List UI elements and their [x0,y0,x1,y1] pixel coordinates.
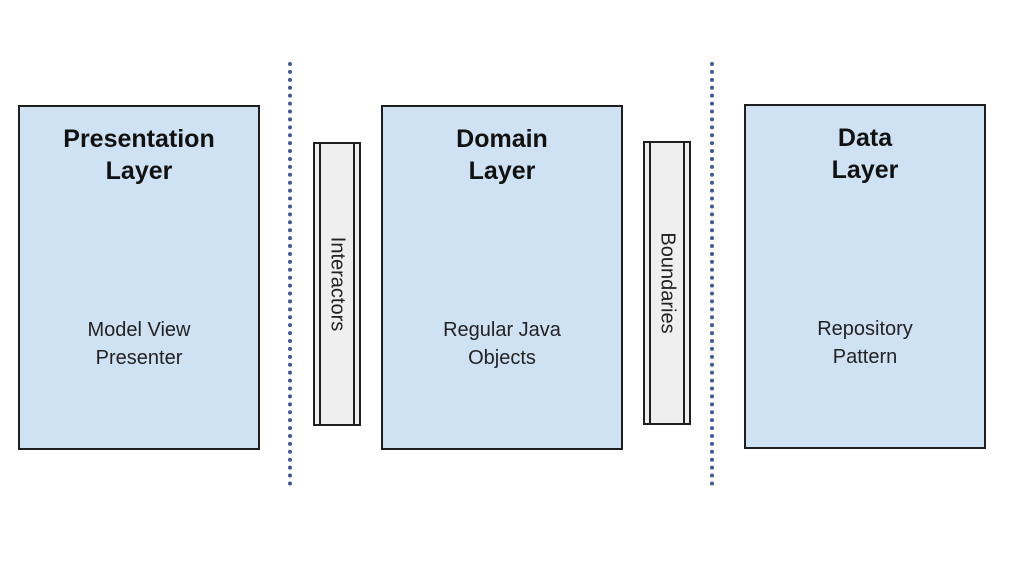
presentation-layer-title-line2: Layer [105,157,173,185]
presentation-layer-box: Presentation Layer Model View Presenter [18,105,260,450]
boundaries-label: Boundaries [656,232,679,334]
presentation-layer-title: Presentation Layer [20,123,258,187]
domain-layer-title: Domain Layer [383,123,621,187]
data-layer-title: Data Layer [746,122,984,186]
domain-layer-desc-line1: Regular Java [443,319,561,341]
data-layer-title-line2: Layer [831,156,899,184]
data-layer-title-line1: Data [837,124,893,152]
data-layer-box: Data Layer Repository Pattern [744,104,986,449]
presentation-layer-desc-line1: Model View [87,319,191,341]
divider-right [710,62,714,486]
interactors-connector: Interactors [313,142,361,426]
interactors-label: Interactors [326,236,349,332]
domain-layer-desc-line2: Objects [468,347,536,369]
data-layer-description: Repository Pattern [746,315,984,371]
presentation-layer-title-line1: Presentation [63,125,215,153]
divider-left [288,62,292,486]
domain-layer-title-line2: Layer [468,157,536,185]
boundaries-connector: Boundaries [643,141,691,425]
domain-layer-description: Regular Java Objects [383,316,621,372]
data-layer-desc-line1: Repository [817,318,913,340]
domain-layer-box: Domain Layer Regular Java Objects [381,105,623,450]
data-layer-desc-line2: Pattern [832,346,898,368]
presentation-layer-description: Model View Presenter [20,316,258,372]
presentation-layer-desc-line2: Presenter [95,347,183,369]
domain-layer-title-line1: Domain [456,125,548,153]
